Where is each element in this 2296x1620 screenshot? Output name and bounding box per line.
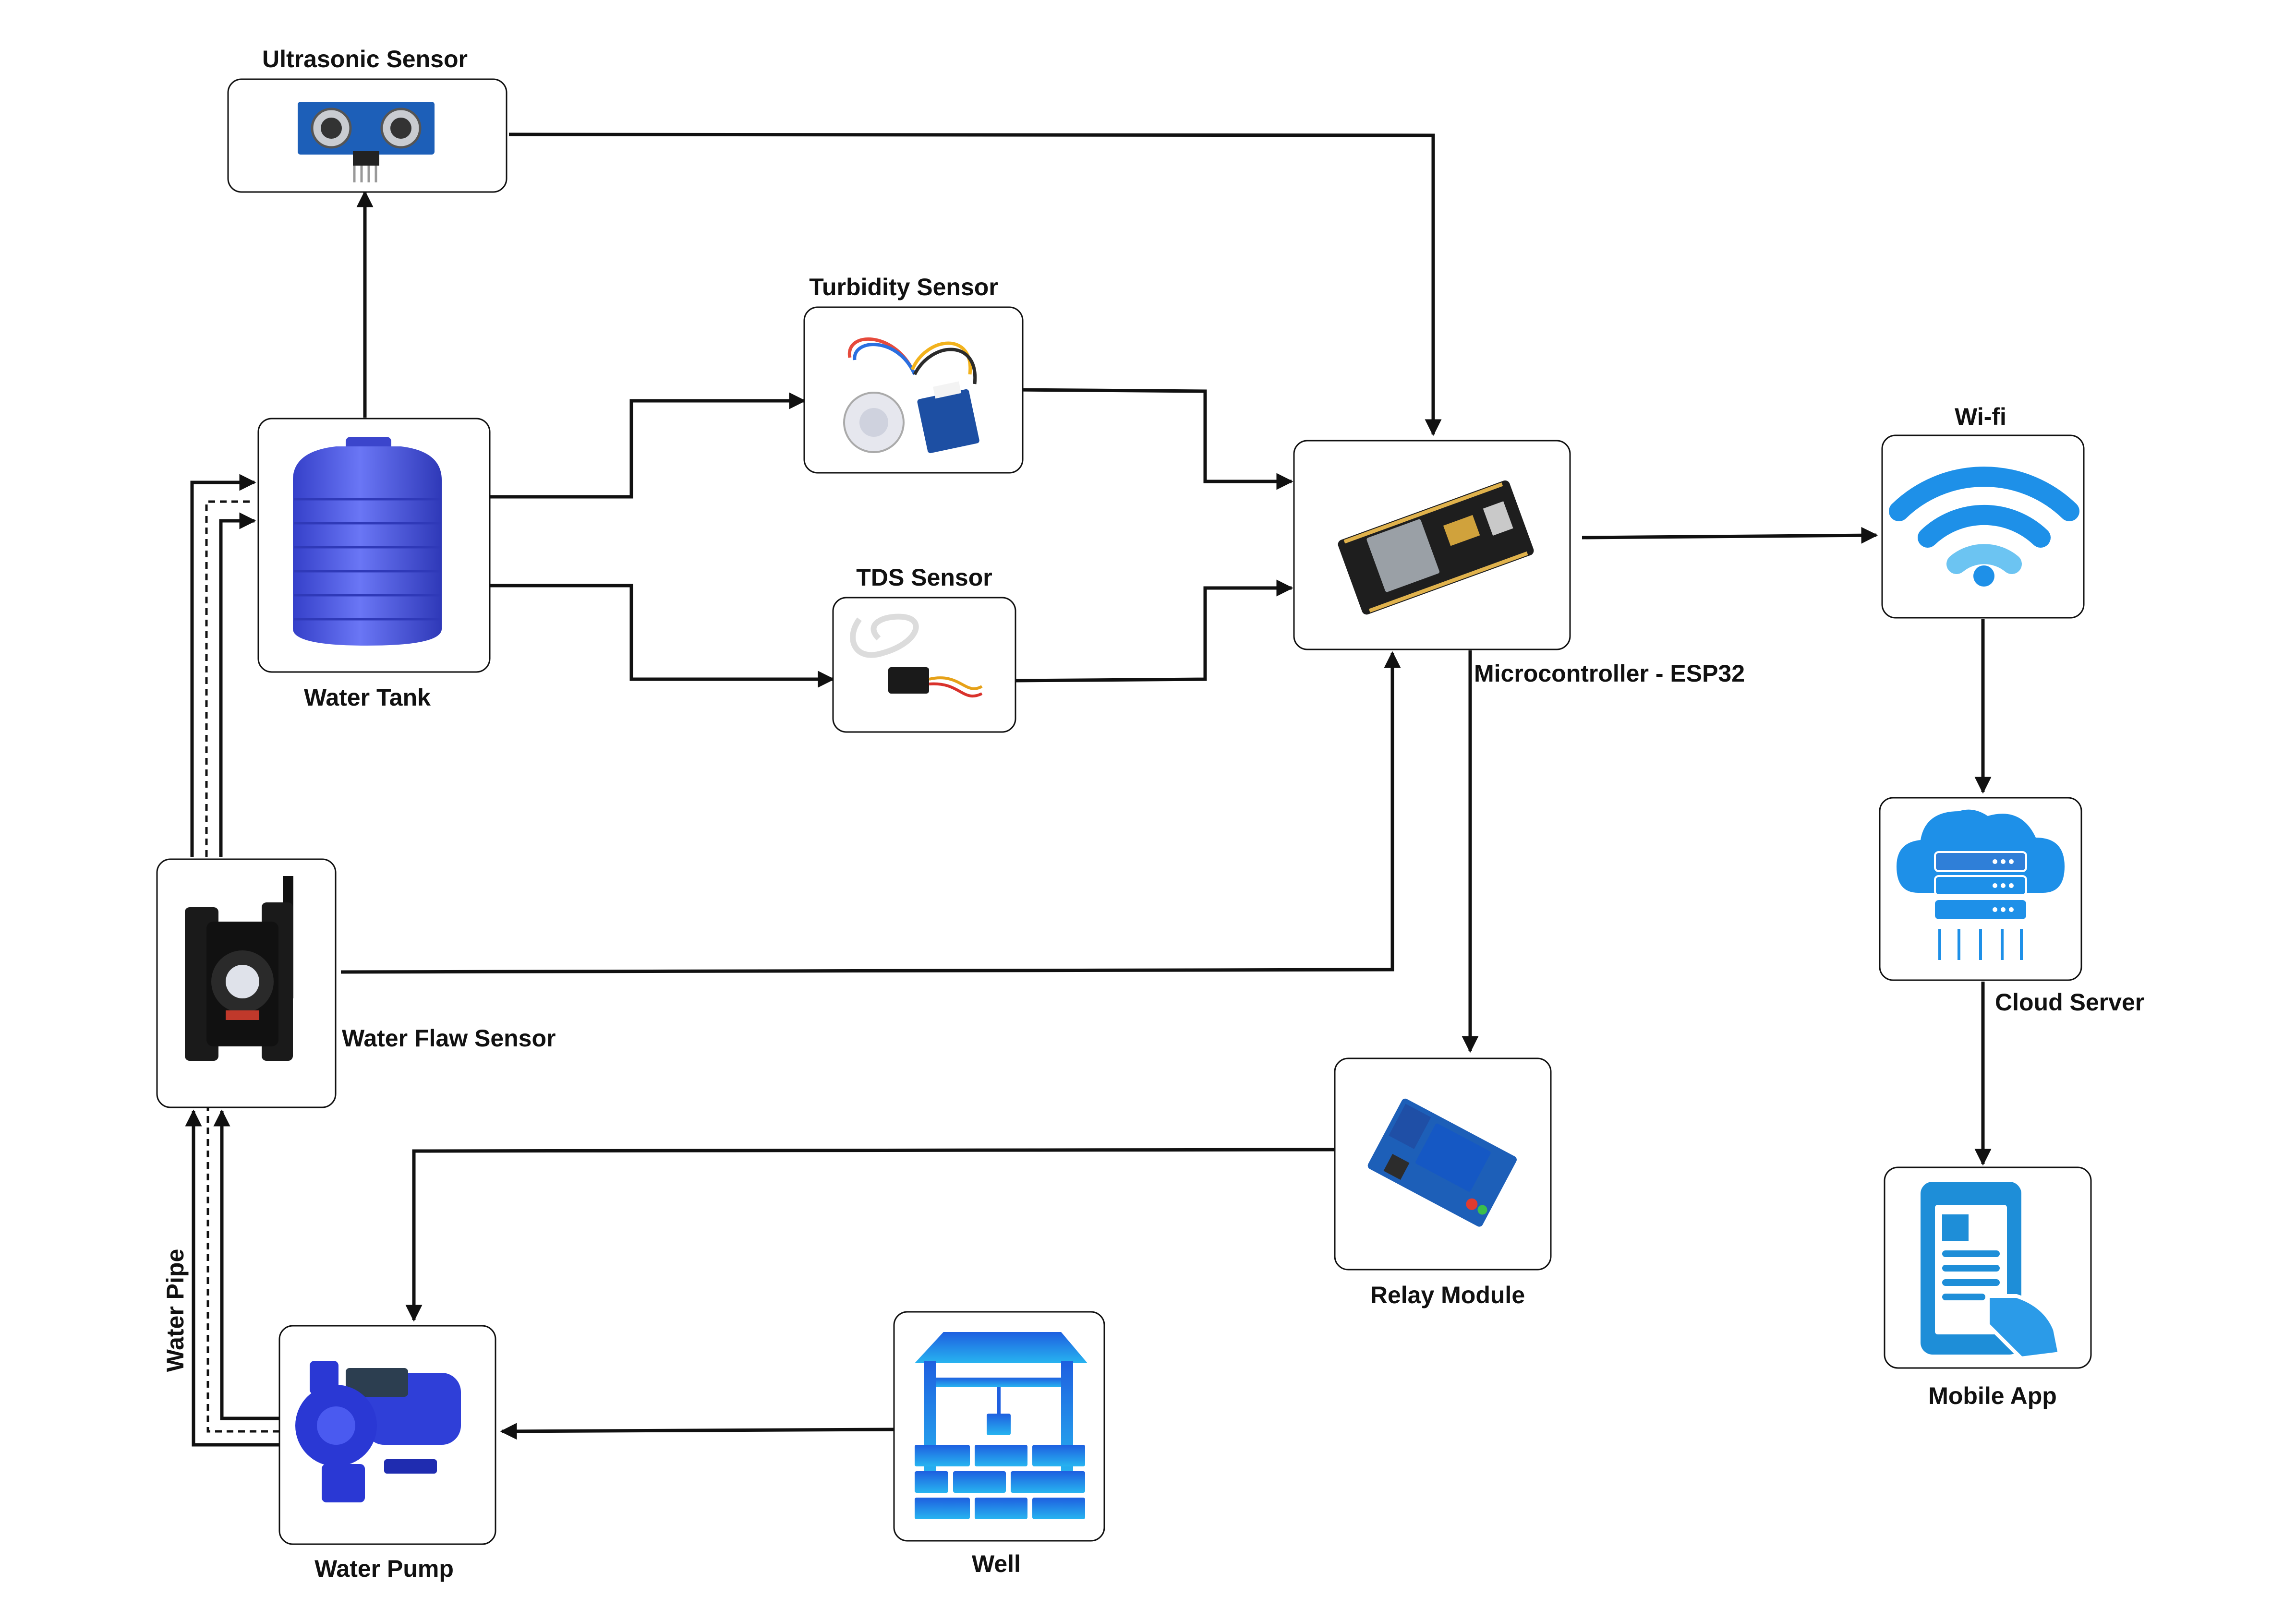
water-pump-label: Water Pump	[314, 1555, 454, 1582]
flow-sensor-node: Water Flaw Sensor	[156, 858, 556, 1108]
well-label: Well	[972, 1550, 1021, 1577]
flow-sensor-label: Water Flaw Sensor	[342, 1025, 556, 1052]
well-node: Well	[893, 1311, 1105, 1577]
mobile-app-node: Mobile App	[1884, 1166, 2092, 1409]
turbidity-sensor-node: Turbidity Sensor	[803, 274, 1024, 474]
wifi-label: Wi-fi	[1955, 403, 2006, 430]
tds-sensor-image	[850, 613, 983, 698]
arrow-flow-to-mcu	[340, 651, 1401, 974]
water-tank-label: Water Tank	[304, 684, 431, 711]
pipe-pump-to-flow-inner	[213, 1109, 279, 1420]
turbidity-sensor-image	[843, 337, 979, 454]
water-pipe-label: Water Pipe	[162, 1249, 189, 1372]
arrow-tds-to-mcu	[1015, 579, 1293, 683]
arrow-turbidity-to-mcu	[1015, 388, 1293, 490]
arrow-relay-to-pump	[405, 1148, 1335, 1322]
flow-sensor-image	[185, 876, 293, 1061]
microcontroller-node: Microcontroller - ESP32	[1293, 440, 1745, 687]
cloud-server-label: Cloud Server	[1995, 989, 2144, 1016]
microcontroller-label: Microcontroller - ESP32	[1474, 660, 1745, 687]
water-tank-node: Water Tank	[257, 418, 491, 711]
connections	[185, 132, 1992, 1447]
pipe-flow-to-tank-inner	[219, 512, 256, 857]
turbidity-sensor-label: Turbidity Sensor	[809, 274, 998, 300]
arrow-ultrasonic-to-mcu	[508, 132, 1442, 436]
tds-sensor-node: TDS Sensor	[832, 564, 1016, 733]
wifi-icon	[1889, 467, 2079, 587]
pipe-pump-to-flow-outer	[185, 1109, 279, 1447]
water-pump-image	[295, 1361, 461, 1502]
ultrasonic-sensor-node: Ultrasonic Sensor	[227, 46, 508, 193]
arrow-tank-to-tds	[490, 584, 835, 688]
pipe-pump-to-flow-dashed	[206, 1104, 279, 1433]
ultrasonic-sensor-image	[298, 102, 435, 182]
arrow-mcu-to-wifi	[1582, 527, 1878, 544]
tds-sensor-label: TDS Sensor	[856, 564, 992, 591]
water-pump-node: Water Pump	[278, 1325, 496, 1582]
cloud-server-icon	[1897, 809, 2065, 960]
ultrasonic-sensor-label: Ultrasonic Sensor	[262, 46, 468, 72]
cloud-server-node: Cloud Server	[1879, 797, 2144, 1016]
water-tank-image	[293, 437, 442, 646]
arrow-tank-to-turbidity	[490, 392, 806, 499]
pipe-flow-to-tank-dashed	[205, 500, 254, 857]
well-icon	[915, 1332, 1088, 1519]
mobile-app-icon	[1921, 1182, 2062, 1361]
arrow-well-to-pump	[500, 1423, 896, 1440]
relay-module-label: Relay Module	[1370, 1282, 1525, 1308]
wifi-node: Wi-fi	[1881, 403, 2085, 619]
mobile-app-label: Mobile App	[1928, 1382, 2057, 1409]
relay-module-node: Relay Module	[1334, 1057, 1552, 1308]
relay-module-image	[1367, 1098, 1517, 1227]
pipe-flow-to-tank-outer	[190, 474, 256, 857]
esp32-board-image	[1338, 480, 1534, 615]
